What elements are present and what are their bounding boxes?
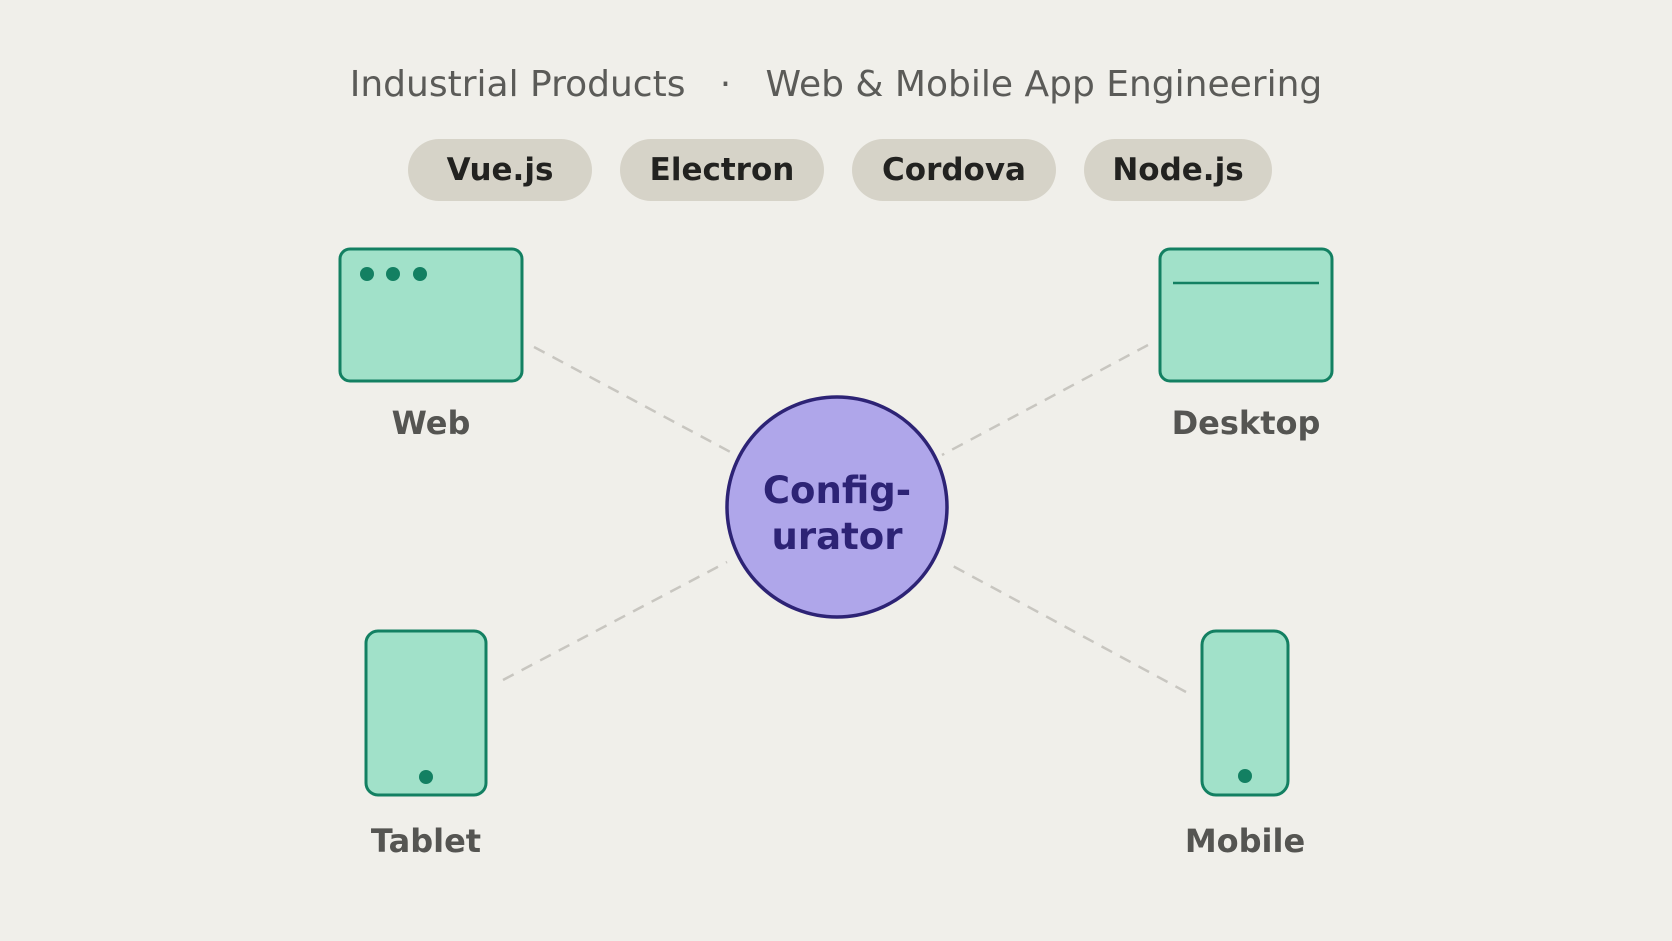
- connector-desktop: [941, 343, 1149, 457]
- tag-electron: Electron: [620, 139, 824, 201]
- connector-web: [533, 345, 737, 457]
- device-label-tablet: Tablet: [370, 822, 482, 860]
- connector-tablet: [502, 560, 728, 682]
- tag-vuejs: Vue.js: [408, 139, 592, 201]
- hub-label: Config- urator: [737, 468, 937, 560]
- header-right: Web & Mobile App Engineering: [765, 64, 1323, 105]
- device-label-web: Web: [391, 404, 471, 442]
- configurator-hub: [725, 395, 949, 619]
- tag-nodejs: Node.js: [1084, 139, 1272, 201]
- connector-mobile: [950, 563, 1187, 694]
- header-left: Industrial Products: [349, 64, 686, 105]
- device-label-mobile: Mobile: [1184, 822, 1306, 860]
- mobile-icon: [1200, 629, 1290, 797]
- tag-cordova: Cordova: [852, 139, 1056, 201]
- tablet-icon: [364, 629, 488, 797]
- header-separator: ·: [719, 64, 732, 105]
- browser-window-icon: [338, 247, 524, 383]
- diagram-header: Industrial Products · Web & Mobile App Eng…: [0, 64, 1672, 105]
- hub-label-line2: urator: [771, 515, 903, 558]
- device-label-desktop: Desktop: [1171, 404, 1321, 442]
- hub-label-line1: Config-: [762, 469, 912, 512]
- desktop-window-icon: [1158, 247, 1334, 383]
